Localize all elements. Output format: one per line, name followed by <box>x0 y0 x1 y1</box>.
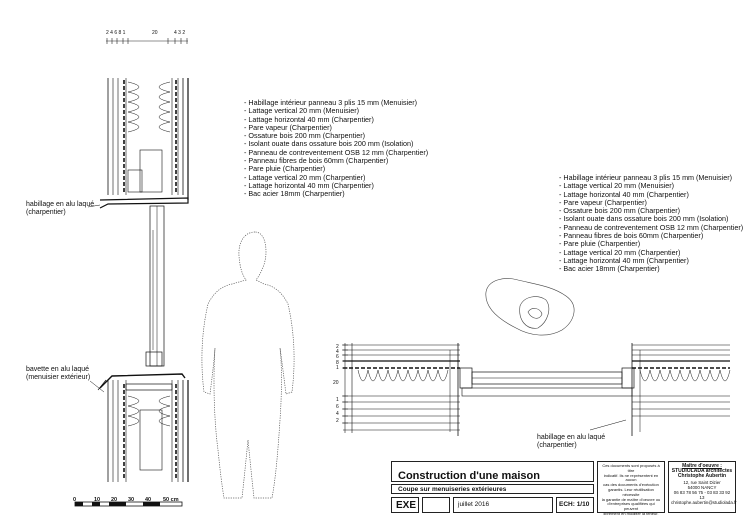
disclaimer-line: Ces documents sont proposés à titre <box>602 463 660 473</box>
layer-item: Panneau de contreventement OSB 12 mm (Ch… <box>559 223 743 232</box>
disclaimer-line: d'entreprises qualifiées qui peuvent <box>607 501 655 512</box>
architect-name: Christophe Aubertin <box>677 473 727 480</box>
layer-legend-right: Habillage intérieur panneau 3 plis 15 mm… <box>559 173 743 274</box>
plan-dim-1: 2 <box>336 344 339 350</box>
layer-item: Habillage intérieur panneau 3 plis 15 mm… <box>559 173 743 182</box>
layer-item: Lattage vertical 20 mm (Charpentier) <box>559 248 743 257</box>
layer-item: Isolant ouate dans ossature bois 200 mm … <box>244 140 428 149</box>
label-line: habillage en alu laqué <box>26 201 95 208</box>
layer-item: Lattage vertical 20 mm (Charpentier) <box>244 173 428 182</box>
disclaimer-line: cas des documents d'exécution <box>603 482 659 488</box>
plan-dim-8: 6 <box>336 404 339 410</box>
label-line: habillage en alu laqué <box>537 434 606 441</box>
plan-dim-2: 4 <box>336 349 339 355</box>
layer-item: Panneau fibres de bois 60mm (Charpentier… <box>244 156 428 165</box>
label-line: bavette en alu laqué <box>26 366 90 373</box>
vertical-wall-section <box>97 78 189 482</box>
architect-address: 12, rue Saint Dizier <box>683 479 721 485</box>
plan-dim-7: 1 <box>336 397 339 403</box>
layer-legend-top: Habillage intérieur panneau 3 plis 15 mm… <box>244 98 428 199</box>
layer-item: Ossature bois 200 mm (Charpentier) <box>244 131 428 140</box>
layer-item: Bac acier 18mm (Charpentier) <box>244 189 428 198</box>
architect-phone: 06 83 78 56 75 - 03 83 33 92 13 <box>673 490 731 501</box>
plan-dim-3: 6 <box>336 354 339 360</box>
plan-dim-10: 2 <box>336 418 339 424</box>
top-dimension-left: 2 4 6 8 1 <box>106 30 126 36</box>
disclaimer-line: garantis. Leur réutilisation nécessite <box>608 486 654 497</box>
layer-item: Lattage horizontal 40 mm (Charpentier) <box>559 190 743 199</box>
scale-box: ECH: 1/10 <box>556 497 594 513</box>
label-habillage-bottom: habillage en alu laqué (charpentier) <box>537 434 605 450</box>
label-line: (charpentier) <box>26 209 66 217</box>
drawing-date: juillet 2016 <box>458 501 490 508</box>
label-habillage-left: habillage en alu laqué (charpentier) <box>26 201 94 217</box>
subtitle-box: Coupe sur menuiseries extérieures <box>391 484 594 494</box>
label-line: (menuisier extérieur) <box>26 374 91 382</box>
layer-item: Habillage intérieur panneau 3 plis 15 mm… <box>244 98 428 107</box>
layer-item: Pare pluie (Charpentier) <box>244 165 428 174</box>
layer-item: Pare vapeur (Charpentier) <box>559 198 743 207</box>
layer-item: Pare pluie (Charpentier) <box>559 240 743 249</box>
layer-item: Bac acier 18mm (Charpentier) <box>559 264 743 273</box>
layer-item: Lattage vertical 20 mm (Menuisier) <box>244 106 428 115</box>
architect-heading: Maître d'oeuvre : <box>682 463 722 469</box>
architect-firm: STUDIOLADA architectes <box>671 468 733 475</box>
blank-box <box>422 497 450 513</box>
architect-email: christophe.aubertin@studiolada.fr <box>671 500 737 506</box>
scale-tick-40: 40 <box>145 497 152 503</box>
disclaimer-line: indicatif. Ils ne représentent en aucun <box>603 472 659 483</box>
architect-box: Maître d'oeuvre : STUDIOLADA architectes… <box>668 461 737 513</box>
layer-item: Lattage horizontal 40 mm (Charpentier) <box>244 181 428 190</box>
label-line: (charpentier) <box>537 442 577 450</box>
top-dimension-middle: 20 <box>152 30 158 36</box>
plan-dim-5: 1 <box>336 365 339 371</box>
disclaimer-line: la garantie de maître d'oeuvre ou <box>601 496 661 502</box>
scale-tick-30: 30 <box>128 497 135 503</box>
layer-item: Panneau fibres de bois 60mm (Charpentier… <box>559 231 743 240</box>
architect-city: 54000 NANCY <box>687 484 717 490</box>
layer-item: Lattage horizontal 40 mm (Charpentier) <box>559 256 743 265</box>
plan-dim-6: 20 <box>333 380 339 386</box>
leader-lines <box>87 204 627 431</box>
label-bavette: bavette en alu laqué (menuisier extérieu… <box>26 366 90 382</box>
scale-tick-0: 0 <box>73 497 77 503</box>
layer-item: Panneau de contreventement OSB 12 mm (Ch… <box>244 148 428 157</box>
human-figure-silhouette <box>201 231 295 499</box>
project-title: Construction d'une maison <box>398 470 540 482</box>
layer-item: Lattage horizontal 40 mm (Charpentier) <box>244 115 428 124</box>
layer-item: Isolant ouate dans ossature bois 200 mm … <box>559 215 743 224</box>
top-dimension-line <box>106 38 188 44</box>
drawing-scale: ECH: 1/10 <box>559 501 590 508</box>
phase-box: EXE <box>391 497 419 513</box>
plan-dimension-line <box>342 343 348 433</box>
plan-dim-9: 4 <box>336 411 339 417</box>
scale-tick-10: 10 <box>94 497 101 503</box>
layer-item: Ossature bois 200 mm (Charpentier) <box>559 206 743 215</box>
drawing-subtitle: Coupe sur menuiseries extérieures <box>398 486 507 493</box>
layer-item: Pare vapeur (Charpentier) <box>244 123 428 132</box>
disclaimer-line: librement en modifier la teneur. <box>603 510 659 516</box>
scale-bar <box>74 501 183 507</box>
horizontal-plan-section <box>343 343 731 436</box>
scale-tick-50: 50 cm <box>163 497 179 503</box>
project-title-box: Construction d'une maison <box>391 461 594 482</box>
disclaimer-box: Ces documents sont proposés à titre indi… <box>597 461 665 516</box>
stone-sketch <box>485 278 575 336</box>
date-box: juillet 2016 <box>453 497 553 513</box>
scale-tick-20: 20 <box>111 497 118 503</box>
layer-item: Lattage vertical 20 mm (Menuisier) <box>559 181 743 190</box>
top-dimension-right: 4 3 2 <box>174 30 186 36</box>
phase-label: EXE <box>396 500 417 511</box>
plan-dim-4: 8 <box>336 360 339 366</box>
